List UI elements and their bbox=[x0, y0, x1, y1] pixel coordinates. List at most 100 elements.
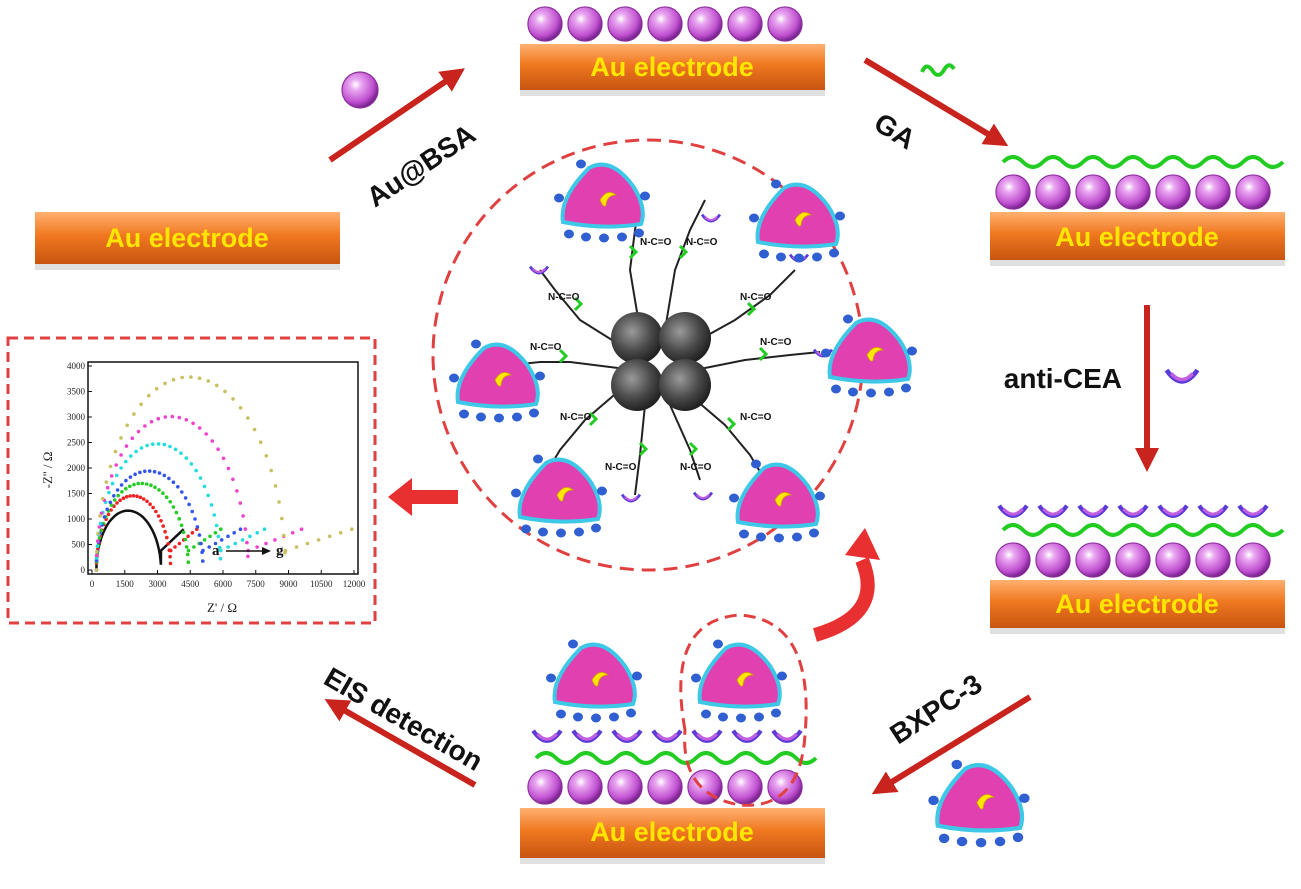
series-point bbox=[173, 545, 177, 549]
series-point bbox=[197, 426, 202, 430]
series-point bbox=[171, 377, 176, 382]
svg-text:N-C=O: N-C=O bbox=[686, 237, 718, 248]
series-point bbox=[147, 393, 151, 398]
series-point bbox=[96, 531, 100, 536]
series-point bbox=[115, 501, 119, 505]
series-point bbox=[327, 534, 332, 539]
svg-text:N-C=O: N-C=O bbox=[760, 337, 792, 348]
series-point bbox=[240, 538, 245, 542]
au-bsa-layer bbox=[527, 6, 803, 42]
series-point bbox=[184, 456, 189, 460]
series-point bbox=[149, 483, 153, 488]
svg-text:N-C=O: N-C=O bbox=[680, 462, 712, 473]
series-point bbox=[214, 383, 219, 388]
series-point bbox=[153, 485, 157, 490]
impedance-series-0 bbox=[95, 509, 185, 571]
series-point bbox=[130, 436, 135, 441]
series-point bbox=[194, 468, 198, 473]
series-point bbox=[197, 533, 202, 537]
series-point bbox=[105, 507, 109, 512]
series-point bbox=[151, 505, 155, 510]
series-point bbox=[214, 523, 219, 528]
impedance-series-5 bbox=[94, 414, 304, 572]
series-point bbox=[95, 549, 99, 554]
series-point bbox=[97, 536, 102, 540]
series-point bbox=[144, 482, 149, 486]
series-point bbox=[183, 537, 188, 542]
series-point bbox=[124, 459, 128, 464]
y-tick-label: 1500 bbox=[67, 489, 86, 499]
electrode-label: Au electrode bbox=[105, 223, 269, 253]
series-point bbox=[168, 554, 172, 559]
series-point bbox=[156, 416, 161, 421]
series-point bbox=[186, 548, 191, 553]
series-point bbox=[277, 500, 281, 504]
series-point bbox=[180, 490, 184, 494]
series-point bbox=[124, 486, 128, 491]
series-point bbox=[154, 509, 158, 514]
step-anti-cea: anti-CEA bbox=[1004, 305, 1198, 472]
series-point bbox=[148, 502, 152, 507]
series-point bbox=[241, 514, 245, 518]
series-point bbox=[138, 495, 143, 500]
series-point bbox=[168, 548, 173, 553]
impedance-series-3 bbox=[94, 469, 243, 572]
series-point bbox=[207, 545, 211, 549]
x-tick-label: 9000 bbox=[280, 579, 299, 589]
series-point bbox=[149, 419, 154, 424]
series-point bbox=[273, 484, 278, 488]
series-point bbox=[316, 538, 321, 542]
series-point bbox=[99, 511, 104, 516]
series-point bbox=[98, 521, 103, 526]
series-point bbox=[152, 469, 157, 474]
x-tick-label: 0 bbox=[90, 579, 95, 589]
series-point bbox=[264, 541, 268, 546]
series-point bbox=[104, 480, 109, 484]
step-eis: EIS detection bbox=[319, 661, 488, 788]
series-point bbox=[125, 423, 129, 428]
series-point bbox=[164, 495, 169, 500]
y-axis-title: -Z'' / Ω bbox=[40, 452, 55, 489]
series-point bbox=[109, 508, 113, 512]
series-point bbox=[167, 476, 171, 481]
series-point bbox=[226, 466, 231, 471]
x-tick-label: 7500 bbox=[247, 579, 266, 589]
series-point bbox=[171, 505, 176, 509]
svg-text:N-C=O: N-C=O bbox=[740, 412, 772, 423]
ga-linker-layer bbox=[534, 751, 818, 765]
y-tick-label: 500 bbox=[72, 540, 86, 550]
series-point bbox=[180, 375, 184, 380]
series-point bbox=[235, 489, 239, 493]
series-point bbox=[299, 527, 304, 531]
series-point bbox=[119, 436, 123, 440]
series-point bbox=[119, 466, 123, 470]
captured-cell bbox=[690, 637, 789, 725]
svg-text:N-C=O: N-C=O bbox=[530, 342, 562, 353]
series-point bbox=[145, 443, 149, 448]
series-point bbox=[168, 500, 172, 504]
series-point bbox=[226, 534, 230, 539]
legend-start: a bbox=[212, 543, 220, 559]
y-tick-label: 2000 bbox=[67, 463, 86, 473]
series-point bbox=[165, 535, 169, 540]
series-point bbox=[231, 397, 235, 401]
series-point bbox=[99, 528, 103, 533]
svg-text:N-C=O: N-C=O bbox=[640, 237, 672, 248]
series-point bbox=[168, 444, 172, 449]
series-point bbox=[162, 442, 167, 447]
series-point bbox=[163, 529, 167, 534]
series-point bbox=[213, 541, 218, 546]
series-point bbox=[283, 548, 288, 553]
series-point bbox=[179, 523, 184, 528]
svg-text:N-C=O: N-C=O bbox=[560, 412, 592, 423]
series-point bbox=[190, 531, 195, 535]
series-point bbox=[183, 496, 188, 500]
electrode-label: Au electrode bbox=[1055, 589, 1219, 619]
series-point bbox=[219, 538, 224, 542]
series-point bbox=[140, 481, 145, 486]
series-point bbox=[187, 502, 191, 507]
series-point bbox=[159, 519, 163, 523]
x-tick-label: 12000 bbox=[343, 579, 366, 589]
